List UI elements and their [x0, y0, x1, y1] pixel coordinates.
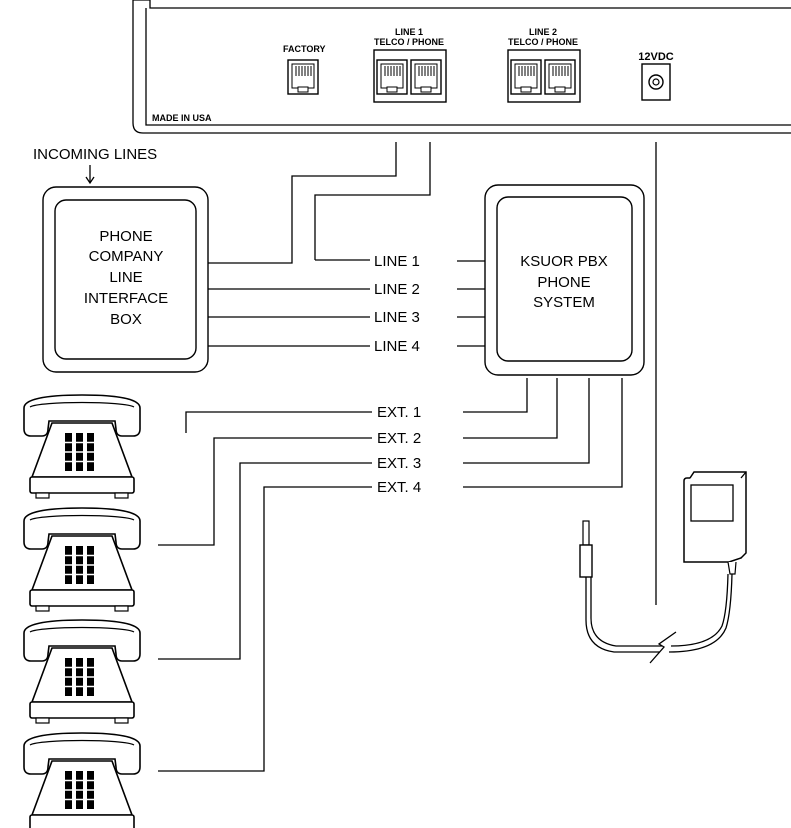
pbx-text-1: KSUOR PBX [520, 253, 608, 270]
ext1-label: EXT. 1 [377, 404, 421, 421]
line1-telco-wire [208, 142, 397, 264]
ext3-wire [158, 462, 372, 660]
device-panel: FACTORY LINE 1 TELCO / PHONE LINE 2 TELC… [132, 0, 791, 134]
telephone-icon-2 [23, 507, 141, 612]
phone-company-text-1: PHONE [99, 228, 152, 245]
power-jack [641, 63, 671, 101]
ext1-wire [185, 411, 372, 433]
phone-company-text-2: COMPANY [89, 248, 164, 265]
telephone-icon-4 [23, 732, 141, 828]
line2-port [507, 49, 581, 103]
line1-port [373, 49, 447, 103]
ext3-label: EXT. 3 [377, 455, 421, 472]
line2-label: LINE 2 [374, 281, 420, 298]
adapter-cord [585, 573, 733, 664]
phone-company-text-5: BOX [110, 311, 142, 328]
line2-port-sublabel: TELCO / PHONE [508, 37, 578, 47]
down-arrow-icon [85, 165, 95, 185]
pbx-text-2: PHONE [537, 274, 590, 291]
incoming-lines-label: INCOMING LINES [33, 146, 157, 163]
phone-company-text-3: LINE [109, 269, 142, 286]
power-label: 12VDC [638, 51, 674, 63]
made-in-label: MADE IN USA [152, 113, 212, 123]
line1-port-label: LINE 1 [395, 27, 423, 37]
line1-label: LINE 1 [374, 253, 420, 270]
telephone-icon-1 [23, 394, 141, 499]
line3-label: LINE 3 [374, 309, 420, 326]
line1-phone-wire [314, 142, 431, 260]
dc-plug-icon [579, 520, 593, 578]
phone-company-text-4: INTERFACE [84, 290, 168, 307]
ext2-label: EXT. 2 [377, 430, 421, 447]
line4-label: LINE 4 [374, 338, 420, 355]
ext4-label: EXT. 4 [377, 479, 421, 496]
factory-port [287, 59, 319, 95]
factory-label: FACTORY [283, 44, 326, 54]
ext2-wire [158, 437, 372, 546]
pbx-text-3: SYSTEM [533, 294, 595, 311]
line1-port-sublabel: TELCO / PHONE [374, 37, 444, 47]
ac-adapter-icon [683, 471, 747, 575]
telephone-icon-3 [23, 619, 141, 724]
line2-port-label: LINE 2 [529, 27, 557, 37]
pbx-box [484, 184, 645, 376]
ext4-wire [158, 486, 372, 772]
phone-company-box [42, 186, 209, 373]
